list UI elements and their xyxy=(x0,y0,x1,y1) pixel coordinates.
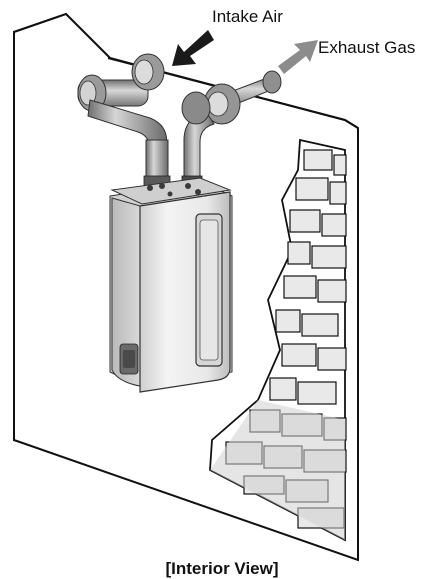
exhaust-gas-label: Exhaust Gas xyxy=(318,38,415,57)
intake-air-arrow xyxy=(172,30,214,66)
exhaust-gas-arrow xyxy=(278,40,318,74)
caption-interior-view: [Interior View] xyxy=(165,559,278,578)
tankless-water-heater xyxy=(110,178,232,392)
intake-air-label: Intake Air xyxy=(212,7,283,26)
